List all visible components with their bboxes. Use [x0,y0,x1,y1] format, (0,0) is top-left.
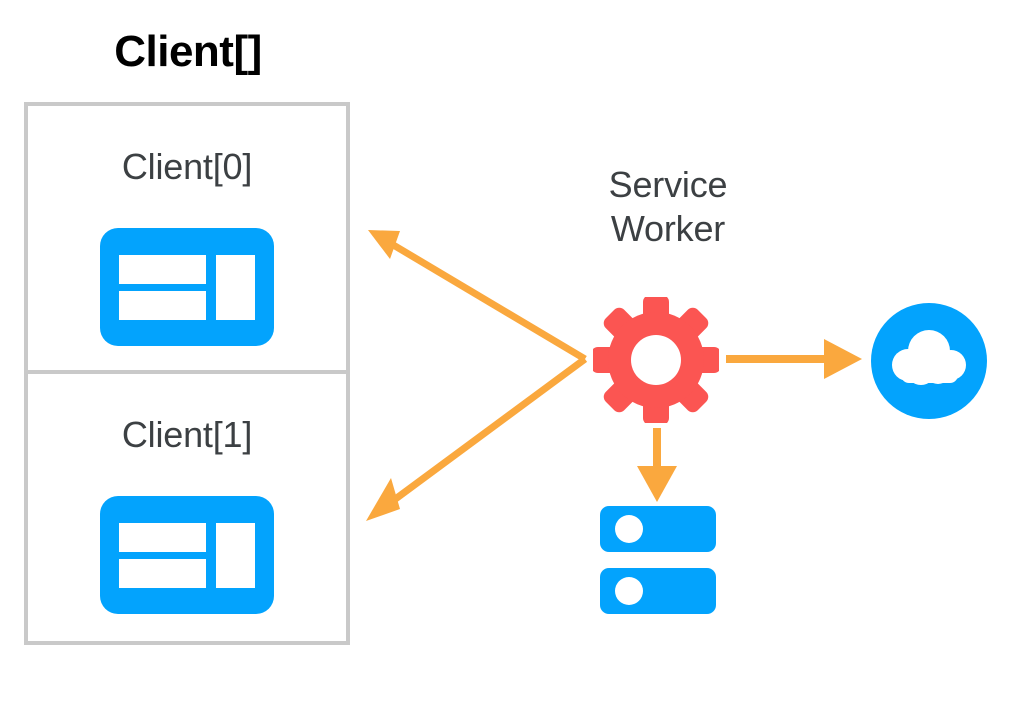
browser-window-icon [100,495,274,614]
arrow-sw-to-storage [637,428,677,502]
client-label-1: Client[1] [121,413,253,455]
service-worker-label: Service Worker [568,163,768,251]
client-cell-1: Client[1] [28,374,346,642]
browser-window-icon [100,228,274,346]
gear-icon [593,297,719,423]
arrow-sw-to-client1 [366,356,588,521]
service-worker-label-line1: Service [608,164,728,205]
client-label-0: Client[0] [121,146,253,187]
client-array-box: Client[0] Client[1] [24,102,350,645]
arrow-sw-to-cloud [726,339,862,379]
client-cell-0: Client[0] [28,106,346,374]
cloud-icon [871,303,987,419]
arrow-sw-to-client0 [368,230,587,363]
client-array-title: Client[] [114,27,262,76]
service-worker-label-line2: Worker [610,208,726,249]
server-database-icon [600,506,716,614]
